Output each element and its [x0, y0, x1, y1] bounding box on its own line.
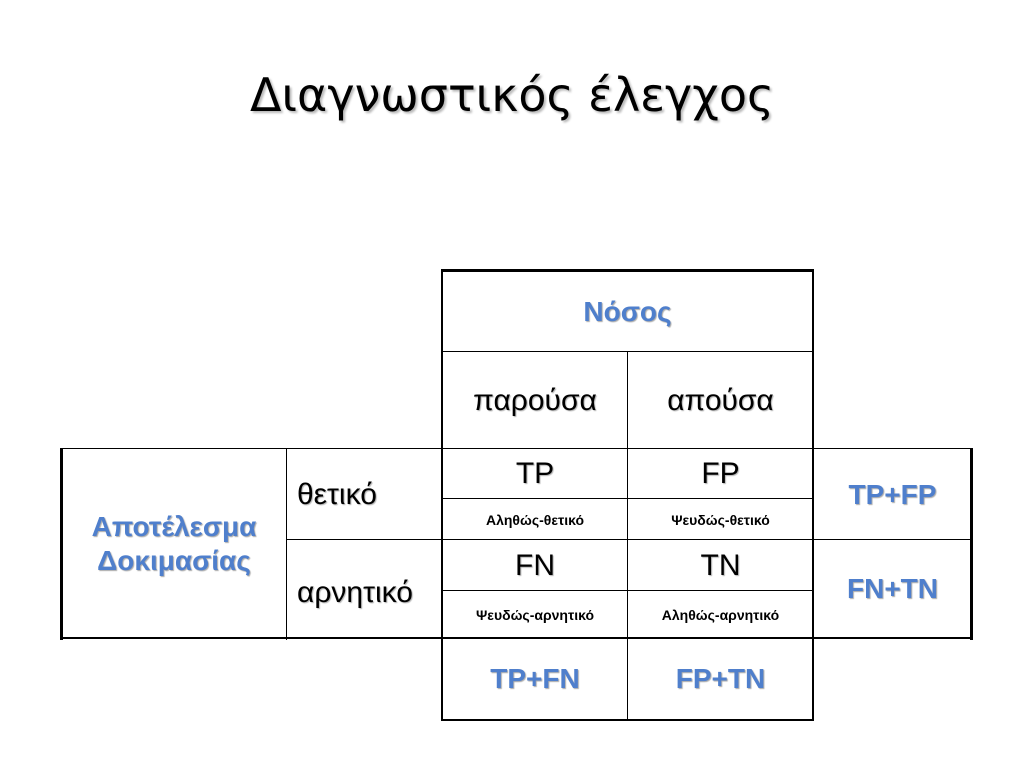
cell-fn: FN: [442, 540, 628, 591]
cell-tn-code: TN: [700, 548, 741, 582]
header-present-label: παρούσα: [473, 383, 597, 417]
hline-matrix-top: [60, 448, 973, 449]
cell-fn-desc: Ψευδώς-αρνητικό: [442, 591, 628, 638]
cell-fn-code: FN: [515, 548, 555, 582]
hline-row-split: [287, 539, 973, 540]
cell-tn-desc-text: Αληθώς-αρνητικό: [661, 606, 780, 623]
hline-bottom: [441, 719, 814, 721]
cell-tp-desc: Αληθώς-θετικό: [442, 499, 628, 540]
total-col-present-text: TP+FN: [490, 663, 580, 694]
row-group-label: Αποτέλεσμα Δοκιμασίας: [61, 449, 287, 638]
vline-right-inner: [812, 270, 814, 721]
header-absent-label: απούσα: [667, 383, 774, 417]
header-absent: απούσα: [628, 352, 813, 449]
cell-fp-desc-text: Ψευδώς-θετικό: [671, 511, 770, 528]
cell-fp: FP: [628, 449, 813, 499]
hline-top: [441, 269, 814, 272]
hline-under-disease: [442, 351, 814, 352]
row-positive-text: θετικό: [297, 477, 377, 511]
slide-title: Διαγνωστικός έλεγχος: [250, 68, 774, 122]
cell-fp-desc: Ψευδώς-θετικό: [628, 499, 813, 540]
vline-left-inner: [441, 270, 443, 721]
total-row-negative-text: FN+TN: [847, 573, 938, 604]
cell-tp-code: TP: [515, 457, 555, 490]
row-group-line2: Δοκιμασίας: [97, 544, 251, 576]
row-group-line1: Αποτέλεσμα: [91, 510, 257, 542]
vline-right-outer: [970, 448, 973, 640]
hline-matrix-bottom: [60, 637, 973, 639]
row-positive-label: θετικό: [287, 449, 442, 540]
row-negative-text: αρνητικό: [297, 576, 413, 609]
cell-fp-code: FP: [701, 457, 740, 490]
header-disease: Νόσος: [442, 271, 813, 352]
vline-rowlabel: [286, 448, 287, 640]
cell-tp: TP: [442, 449, 628, 499]
header-disease-label: Νόσος: [583, 295, 672, 327]
total-row-negative: FN+TN: [813, 540, 972, 638]
hline-desc-bottom: [442, 590, 813, 591]
vline-left-outer: [60, 448, 63, 640]
row-negative-label: αρνητικό: [287, 540, 442, 638]
total-row-positive: TP+FP: [813, 449, 972, 540]
cell-tn-desc: Αληθώς-αρνητικό: [628, 591, 813, 638]
cell-tp-desc-text: Αληθώς-θετικό: [485, 511, 585, 528]
cell-fn-desc-text: Ψευδώς-αρνητικό: [475, 606, 594, 623]
cell-tn: TN: [628, 540, 813, 591]
header-present: παρούσα: [442, 352, 628, 449]
total-col-absent-text: FP+TN: [675, 663, 766, 694]
hline-desc-top: [442, 498, 813, 499]
total-col-absent: FP+TN: [628, 638, 813, 720]
total-row-positive-text: TP+FP: [848, 478, 937, 510]
total-col-present: TP+FN: [442, 638, 628, 720]
vline-middle: [627, 352, 628, 721]
